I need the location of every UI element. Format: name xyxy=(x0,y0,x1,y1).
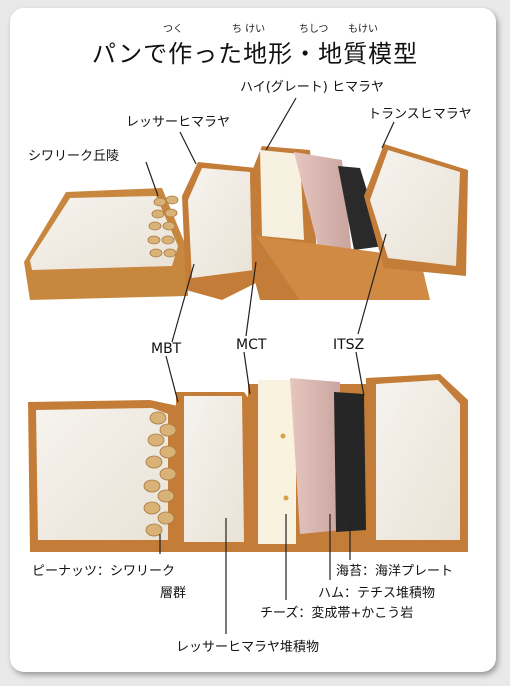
label-lesser-himalaya: レッサーヒマラヤ xyxy=(126,115,231,130)
label-peanuts-2: 層群 xyxy=(160,586,187,601)
top-peanuts xyxy=(147,195,179,258)
label-nori: 海苔：海洋プレート xyxy=(336,564,454,579)
top-bread-model xyxy=(24,144,468,300)
fault-label-mbt: MBT xyxy=(151,341,182,357)
ruby-mokei: もけい xyxy=(348,24,378,35)
figure-card xyxy=(10,8,496,672)
label-peanuts: ピーナッツ：シワリーク xyxy=(32,564,176,579)
leader-lines xyxy=(145,97,395,634)
label-cheese: チーズ：変成帯+かこう岩 xyxy=(260,606,414,621)
page-title: パンで作った地形・地質模型 xyxy=(91,40,419,68)
ruby-chikei: ち けい xyxy=(232,24,266,35)
label-high-himalaya: ハイ(グレート) ヒマラヤ xyxy=(240,80,385,95)
bottom-peanuts xyxy=(143,411,177,537)
label-siwalik-hills: シワリーク丘陵 xyxy=(28,149,120,164)
fault-label-itsz: ITSZ xyxy=(333,337,365,353)
bottom-bread-model xyxy=(28,374,468,552)
label-ham: ハム：テチス堆積物 xyxy=(318,586,436,601)
ruby-chishitsu: ちしつ xyxy=(299,24,329,35)
label-trans-himalaya: トランスヒマラヤ xyxy=(368,107,472,122)
fault-label-mct: MCT xyxy=(236,337,267,353)
ruby-tsuku: つく xyxy=(163,24,183,35)
label-lesser-sediments: レッサーヒマラヤ堆積物 xyxy=(176,640,320,655)
